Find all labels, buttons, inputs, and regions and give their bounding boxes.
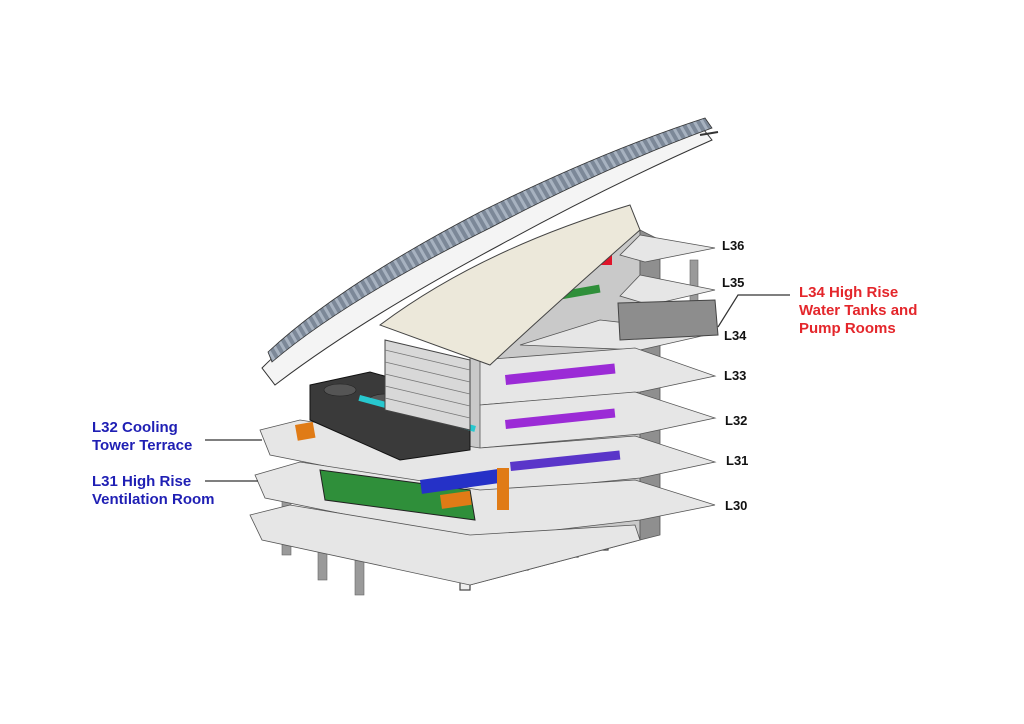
water-tank-block	[617, 299, 719, 341]
level-label-l35: L35	[722, 275, 745, 290]
leader-lines	[205, 294, 790, 482]
louvre-wall	[384, 339, 471, 431]
callout-line: Tower Terrace	[92, 437, 193, 454]
callout-line: Ventilation Room	[92, 491, 215, 508]
floor-slabs	[249, 234, 717, 586]
level-label-l36: L36	[722, 238, 745, 253]
level-label-l34: L34	[724, 328, 747, 343]
callout-line: Pump Rooms	[799, 320, 896, 337]
callout-line: L34 High Rise	[799, 284, 899, 301]
callout-line: Water Tanks and	[799, 302, 918, 319]
inner-roof	[378, 204, 641, 366]
blue-duct	[420, 468, 502, 494]
callout-line: L32 Cooling	[92, 419, 178, 436]
callout-ventilation: L31 High Rise Ventilation Room	[92, 473, 215, 509]
purple-duct	[504, 363, 616, 385]
callout-water-tanks: L34 High Rise Water Tanks and Pump Rooms	[799, 284, 917, 338]
callout-line: L31 High Rise	[92, 473, 192, 490]
level-label-l30: L30	[725, 498, 748, 513]
roof-solar-panels	[267, 117, 713, 363]
level-label-l33: L33	[724, 368, 747, 383]
ventilation-room	[319, 469, 476, 521]
callout-cooling-tower: L32 Cooling Tower Terrace	[92, 419, 192, 455]
level-label-l32: L32	[725, 413, 748, 428]
level-label-l31: L31	[726, 453, 749, 468]
